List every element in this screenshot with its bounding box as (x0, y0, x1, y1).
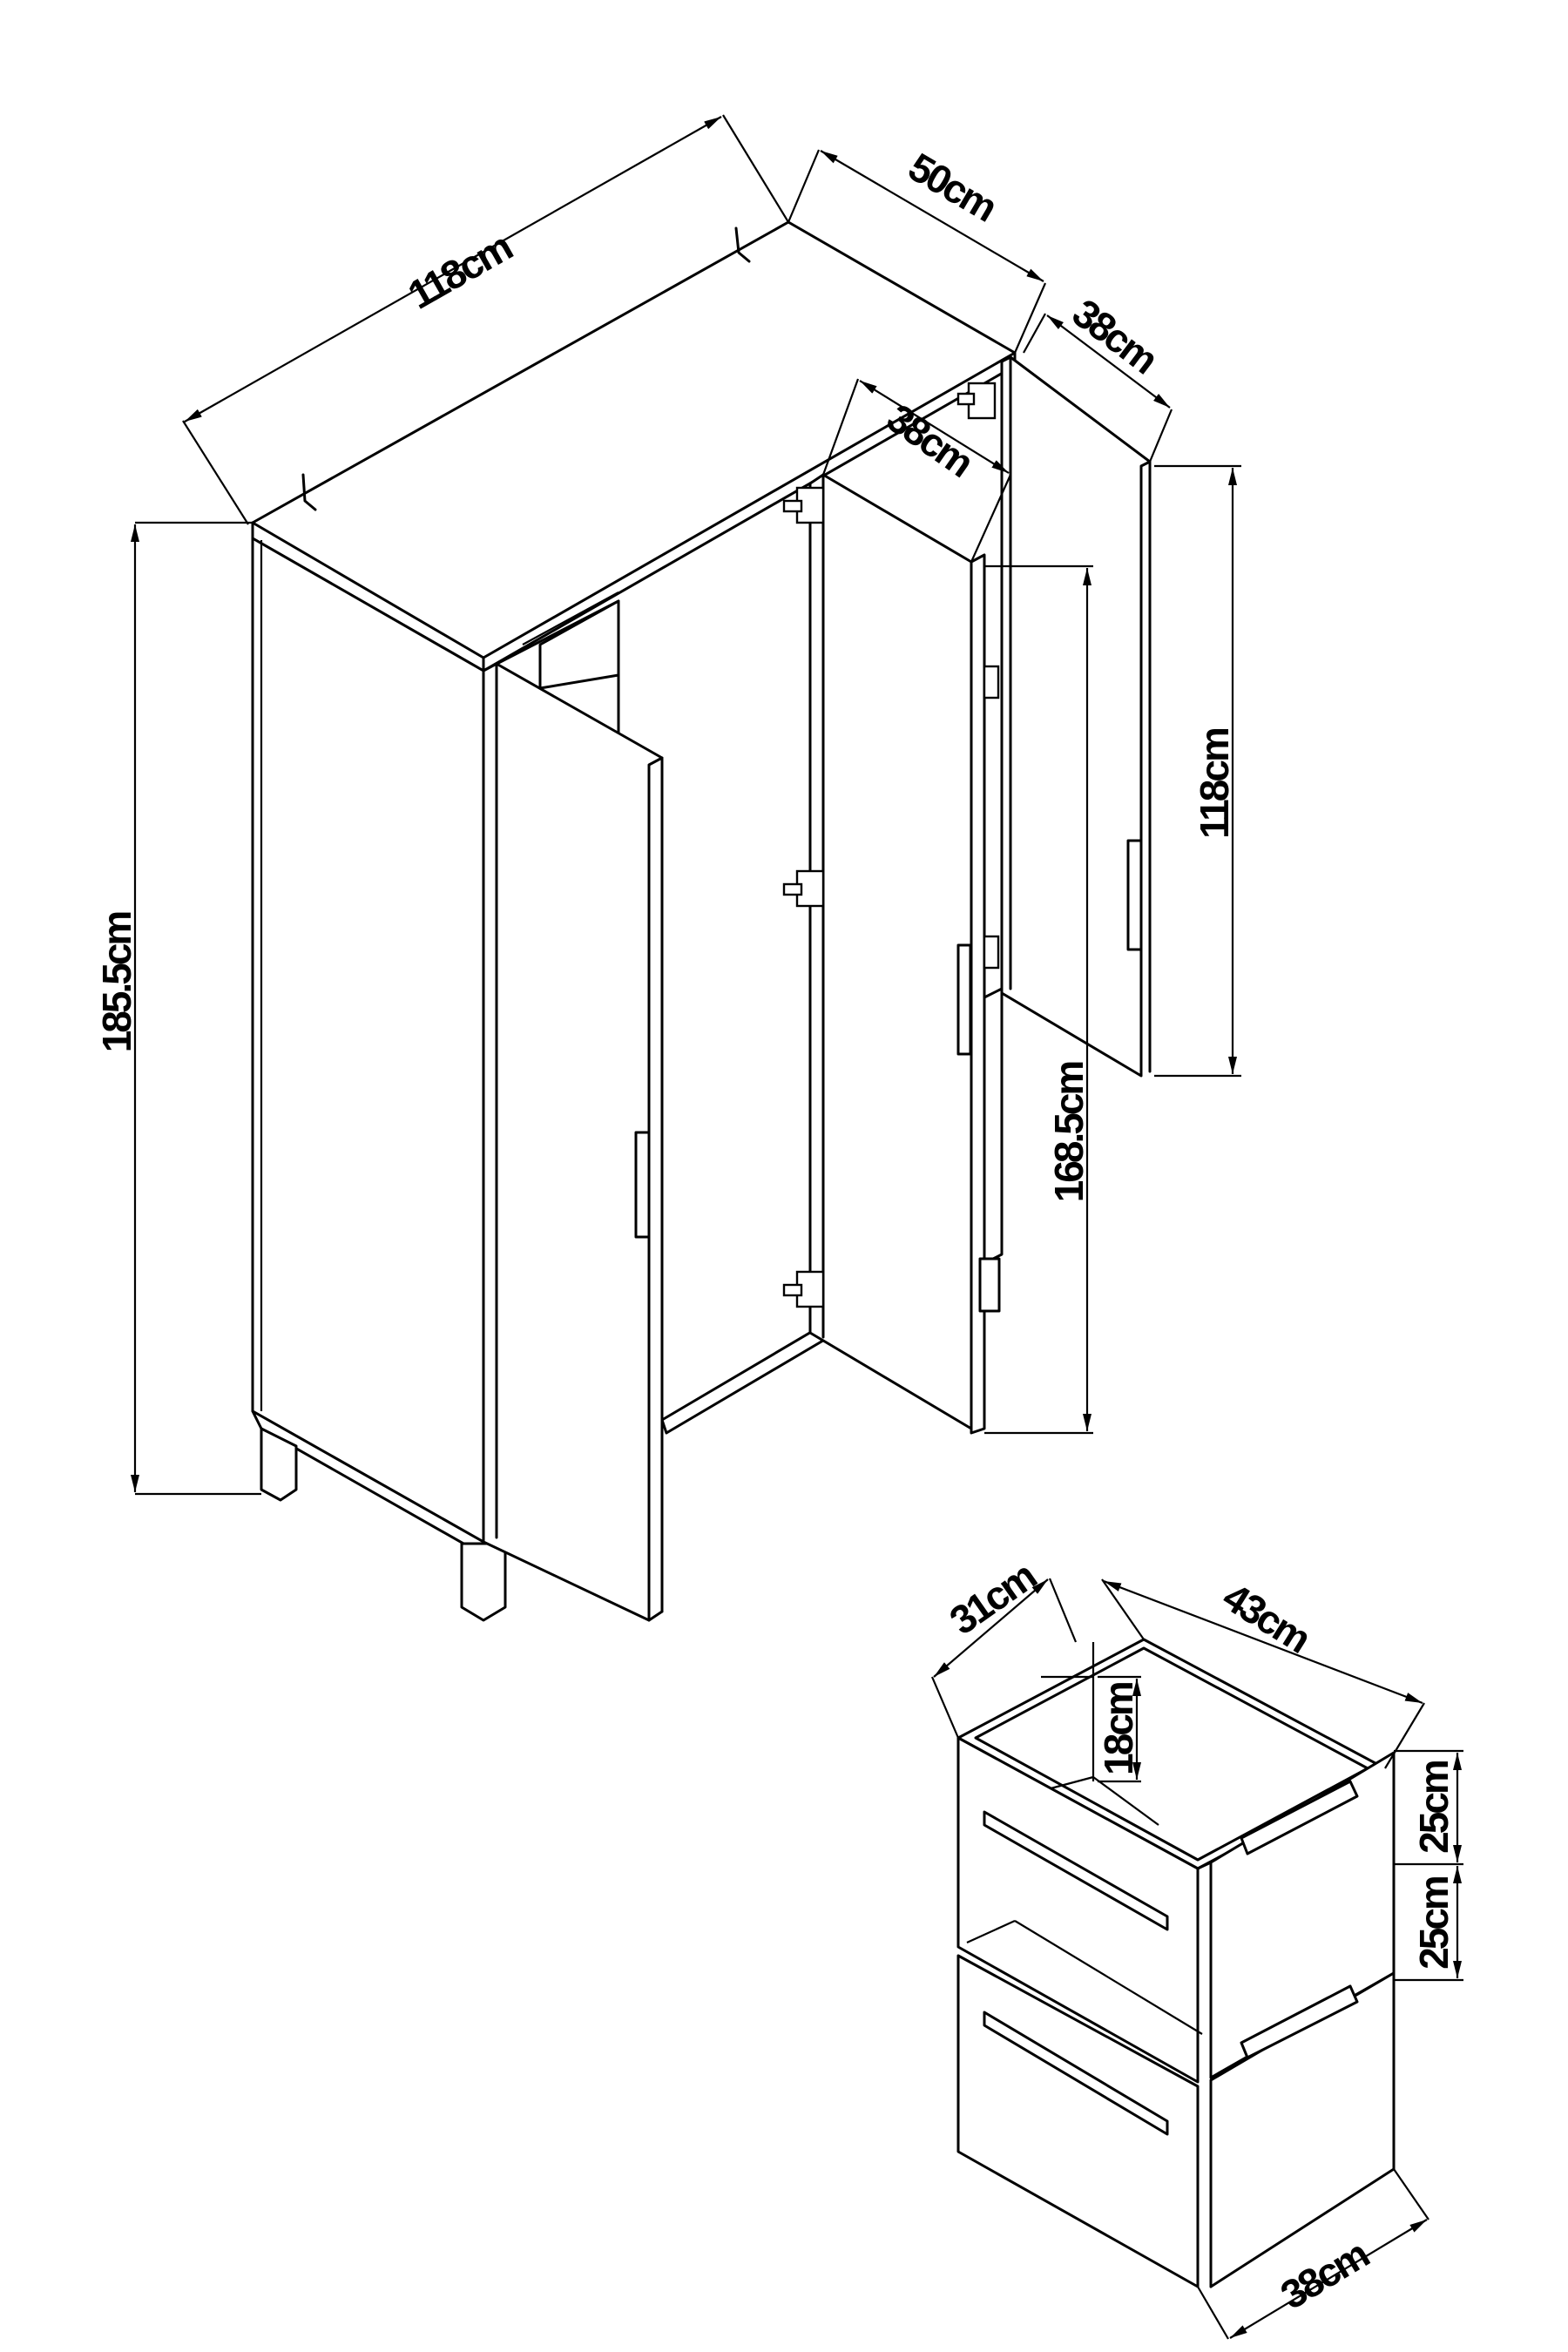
top-drawer-handle[interactable] (1240, 1780, 1359, 1855)
shelf-pin-icon (734, 226, 751, 263)
wardrobe-leg-back (260, 1427, 298, 1502)
dim-drawer-inner-height: 18cm (1096, 1682, 1141, 1775)
drawer-runner (983, 1810, 1169, 1931)
door-handle-right[interactable] (1126, 839, 1143, 951)
bottom-drawer-handle[interactable] (1240, 1984, 1359, 2059)
hinge-icon (983, 665, 1000, 700)
shelf-pin-icon (301, 473, 317, 511)
dim-right-door-height: 118cm (1192, 728, 1237, 839)
wardrobe-leg-front (460, 1542, 507, 1622)
door-handle-middle[interactable] (956, 943, 972, 1056)
wardrobe-door-right (1000, 355, 1152, 1078)
hinge-icon (782, 869, 825, 908)
hinge-icon (983, 935, 1000, 970)
dim-wardrobe-width: 118cm (401, 224, 519, 318)
door-handle-left[interactable] (634, 1131, 651, 1239)
dim-drawer-front-width: 38cm (1273, 2231, 1375, 2318)
drawer-unit (956, 1638, 1396, 2288)
drawer-runner (983, 2011, 1169, 2136)
dim-drawer-inner-depth: 43cm (1215, 1573, 1318, 1661)
dim-middle-door-height: 168.5cm (1046, 1062, 1092, 1203)
dim-bottom-drawer-height: 25cm (1411, 1876, 1456, 1970)
wardrobe (251, 220, 1152, 1622)
dim-drawer-inner-width: 31cm (942, 1553, 1044, 1644)
dim-top-drawer-height: 25cm (1411, 1761, 1456, 1854)
hinge-icon (782, 486, 825, 524)
dim-right-door-width: 38cm (1064, 290, 1166, 382)
dim-wardrobe-depth: 50cm (901, 144, 1004, 230)
dim-wardrobe-height: 185.5cm (94, 912, 139, 1053)
wardrobe-left-side (251, 537, 485, 1544)
wardrobe-door-middle (808, 473, 973, 1430)
hinge-icon (782, 1270, 825, 1308)
hinge-icon (956, 382, 997, 420)
